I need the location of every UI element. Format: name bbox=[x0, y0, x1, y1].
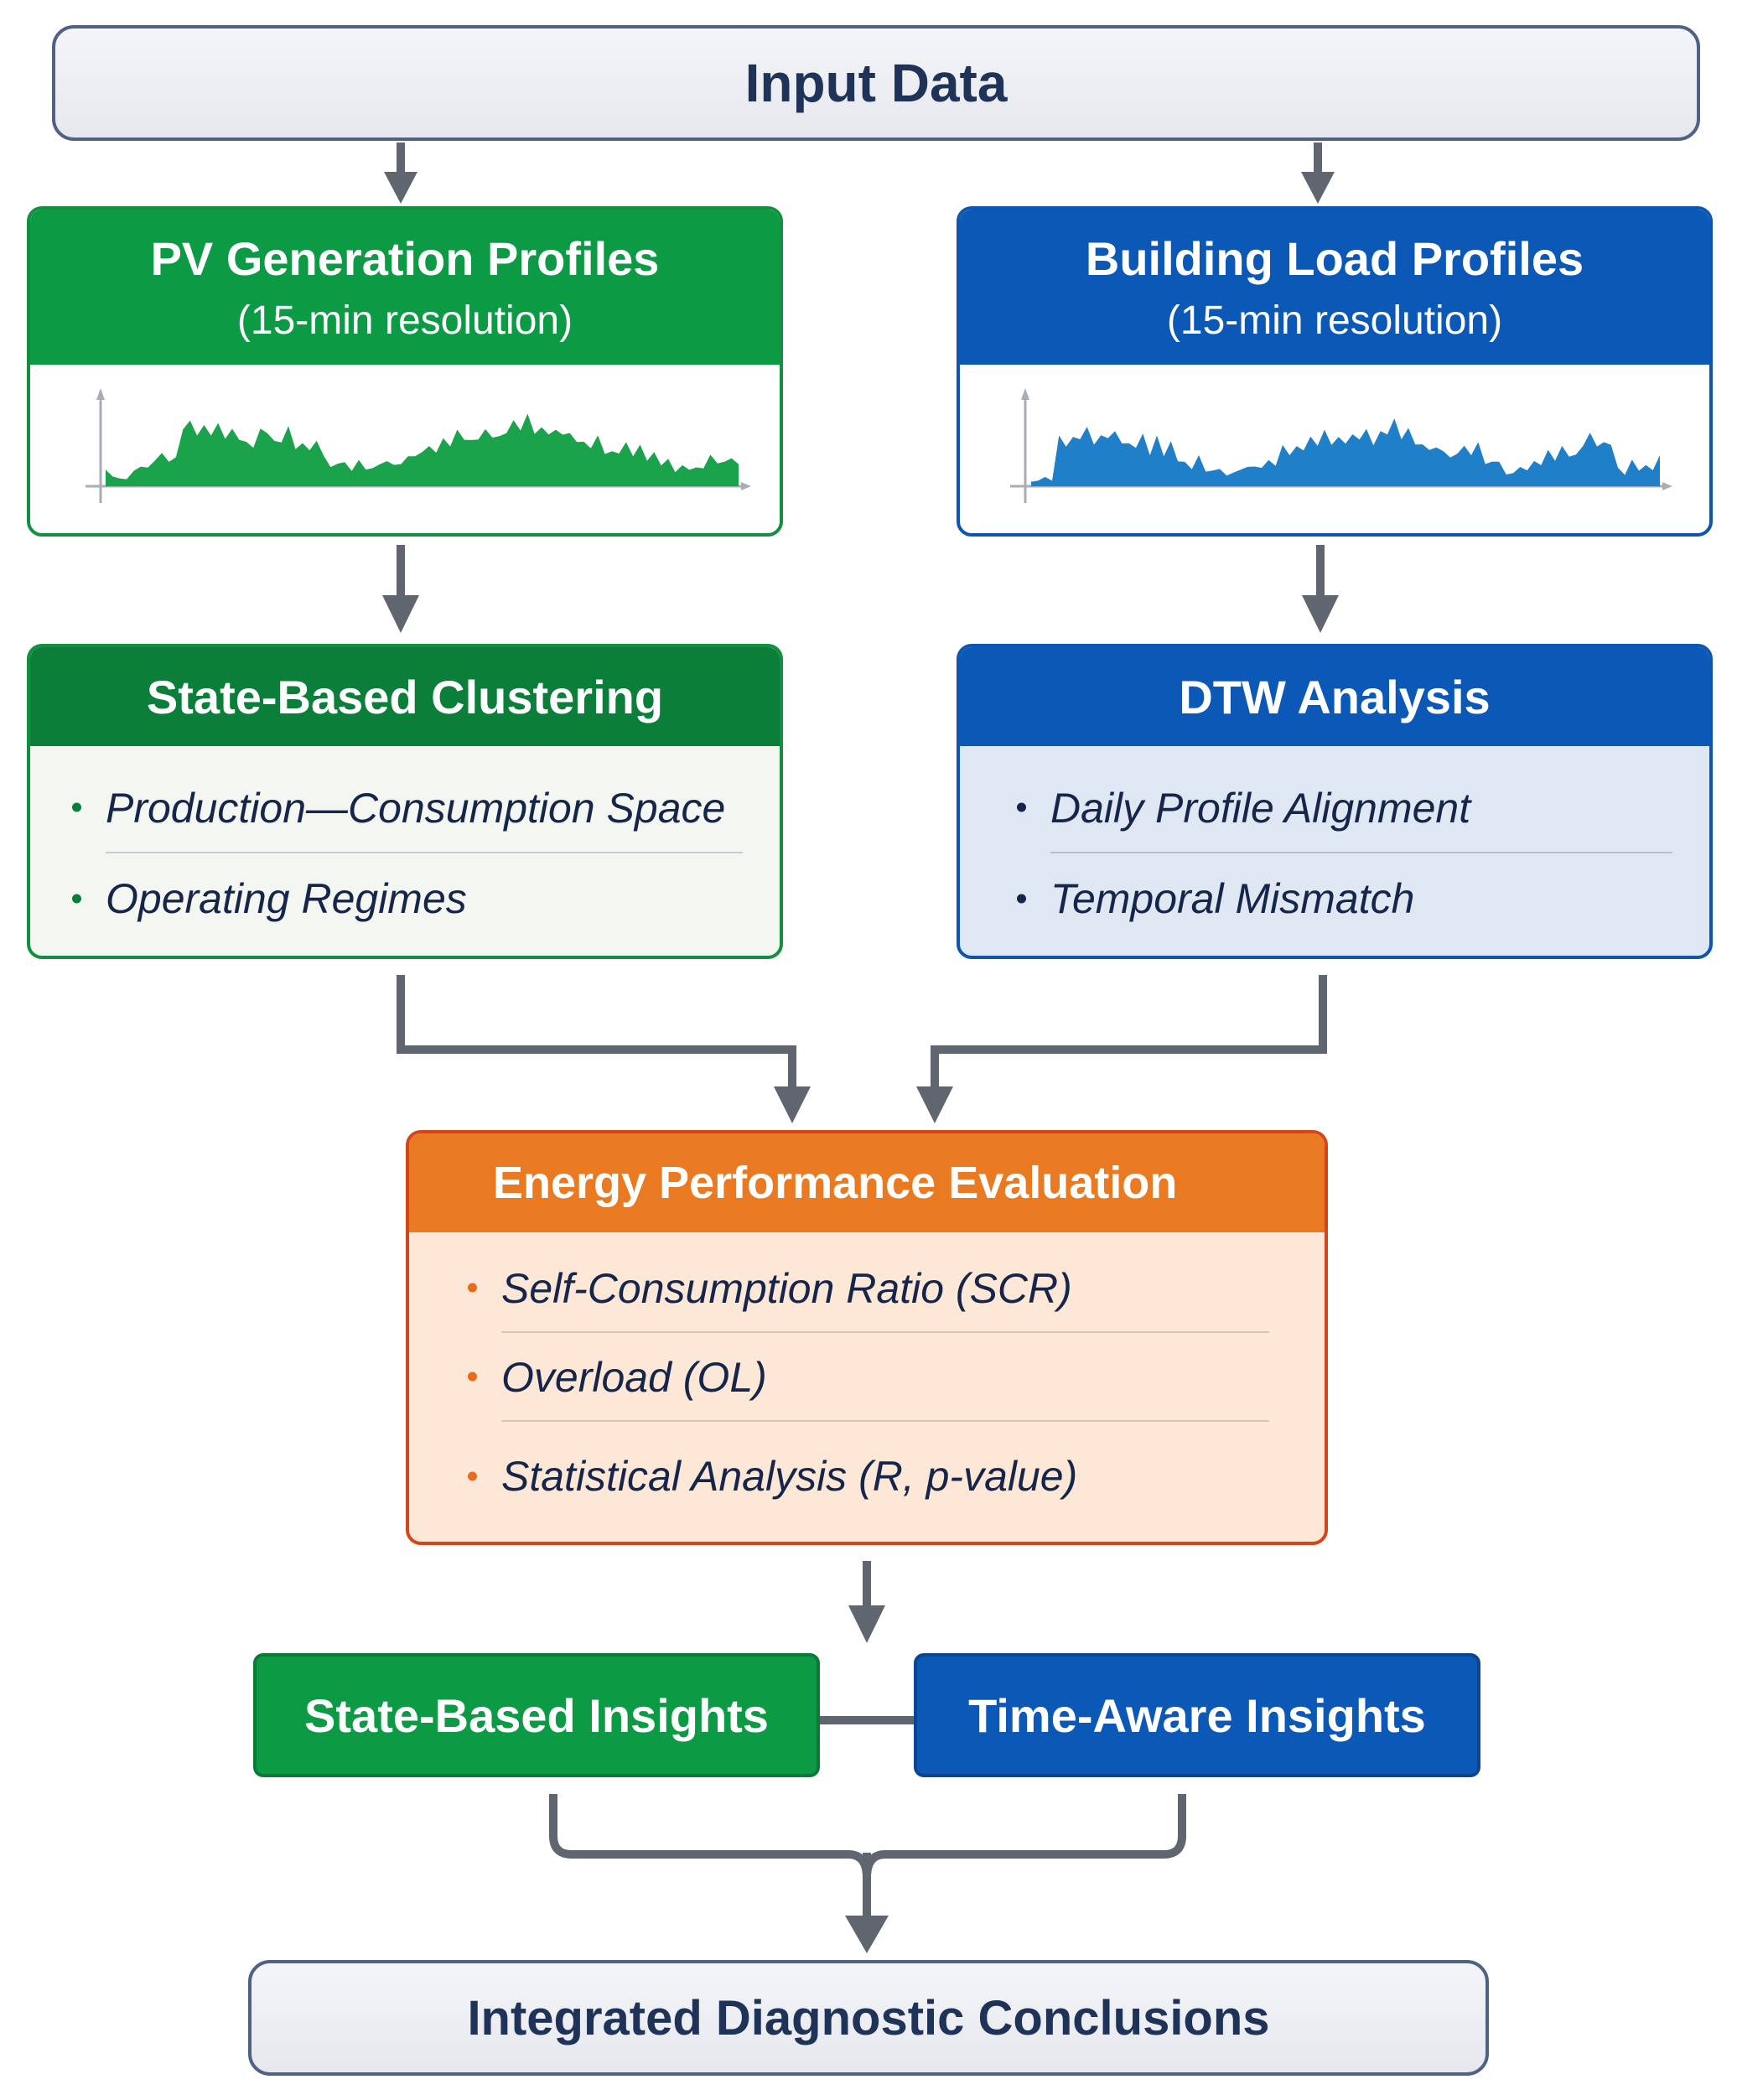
pv-generation-subtitle: (15-min resolution) bbox=[236, 298, 573, 343]
pv-generation-title: PV Generation Profiles bbox=[150, 231, 660, 285]
bullet-dot-icon bbox=[72, 894, 81, 904]
energy-performance-title: Energy Performance Evaluation bbox=[493, 1158, 1178, 1208]
clustering-bullet-list: Production—Consumption Space Operating R… bbox=[72, 763, 743, 944]
load-profile-sparkline bbox=[1010, 388, 1672, 503]
bullet-dot-icon bbox=[72, 802, 81, 812]
evaluation-bullet-item: Self-Consumption Ratio (SCR) bbox=[468, 1244, 1269, 1333]
dtw-bullet-text: Temporal Mismatch bbox=[1050, 875, 1415, 922]
evaluation-bullet-text: Self-Consumption Ratio (SCR) bbox=[501, 1265, 1072, 1312]
building-load-title: Building Load Profiles bbox=[1085, 231, 1584, 285]
energy-performance-header: Energy Performance Evaluation bbox=[409, 1133, 1325, 1232]
evaluation-bullet-list: Self-Consumption Ratio (SCR) Overload (O… bbox=[468, 1244, 1269, 1531]
time-aware-insights-box: Time-Aware Insights bbox=[914, 1653, 1480, 1777]
pv-generation-box: PV Generation Profiles (15-min resolutio… bbox=[27, 206, 783, 537]
building-load-box: Building Load Profiles (15-min resolutio… bbox=[957, 206, 1713, 537]
pv-profile-area bbox=[106, 413, 739, 486]
evaluation-bullet-item: Overload (OL) bbox=[468, 1333, 1269, 1422]
bullet-dot-icon bbox=[468, 1283, 477, 1293]
clustering-bullet-item: Operating Regimes bbox=[72, 853, 743, 944]
dtw-analysis-title: DTW Analysis bbox=[1179, 670, 1491, 723]
state-based-clustering-title: State-Based Clustering bbox=[146, 670, 664, 723]
state-based-insights-label: State-Based Insights bbox=[304, 1688, 769, 1742]
load-profile-area bbox=[1031, 418, 1660, 486]
bullet-dot-icon bbox=[1017, 894, 1026, 904]
bullet-dot-icon bbox=[468, 1371, 477, 1382]
clustering-bullet-text: Operating Regimes bbox=[106, 875, 467, 922]
dtw-analysis-box: DTW Analysis Daily Profile Alignment Tem… bbox=[957, 644, 1713, 959]
integrated-conclusions-box: Integrated Diagnostic Conclusions bbox=[248, 1960, 1489, 2076]
integrated-conclusions-title: Integrated Diagnostic Conclusions bbox=[467, 1990, 1270, 2046]
input-data-title: Input Data bbox=[744, 53, 1008, 113]
dtw-bullet-item: Temporal Mismatch bbox=[1017, 853, 1672, 944]
dtw-bullet-item: Daily Profile Alignment bbox=[1017, 763, 1672, 853]
state-based-insights-box: State-Based Insights bbox=[253, 1653, 820, 1777]
bullet-dot-icon bbox=[1017, 802, 1026, 812]
time-aware-insights-label: Time-Aware Insights bbox=[968, 1688, 1426, 1742]
dtw-bullet-text: Daily Profile Alignment bbox=[1050, 785, 1471, 832]
state-based-clustering-header: State-Based Clustering bbox=[30, 647, 780, 746]
pv-generation-header: PV Generation Profiles (15-min resolutio… bbox=[30, 210, 780, 365]
bullet-dot-icon bbox=[468, 1471, 477, 1481]
pv-profile-sparkline bbox=[86, 388, 751, 503]
dtw-analysis-header: DTW Analysis bbox=[960, 647, 1709, 746]
state-based-clustering-box: State-Based Clustering Production—Consum… bbox=[27, 644, 783, 959]
evaluation-bullet-text: Statistical Analysis (R, p-value) bbox=[501, 1453, 1078, 1500]
clustering-bullet-text: Production—Consumption Space bbox=[106, 785, 726, 832]
dtw-bullet-list: Daily Profile Alignment Temporal Mismatc… bbox=[1017, 763, 1672, 944]
building-load-header: Building Load Profiles (15-min resolutio… bbox=[960, 210, 1709, 365]
building-load-subtitle: (15-min resolution) bbox=[1166, 298, 1503, 343]
energy-performance-box: Energy Performance Evaluation Self-Consu… bbox=[406, 1130, 1328, 1545]
evaluation-bullet-text: Overload (OL) bbox=[501, 1354, 767, 1401]
clustering-bullet-item: Production—Consumption Space bbox=[72, 763, 743, 853]
evaluation-bullet-item: Statistical Analysis (R, p-value) bbox=[468, 1422, 1269, 1531]
input-data-box: Input Data bbox=[52, 25, 1700, 141]
